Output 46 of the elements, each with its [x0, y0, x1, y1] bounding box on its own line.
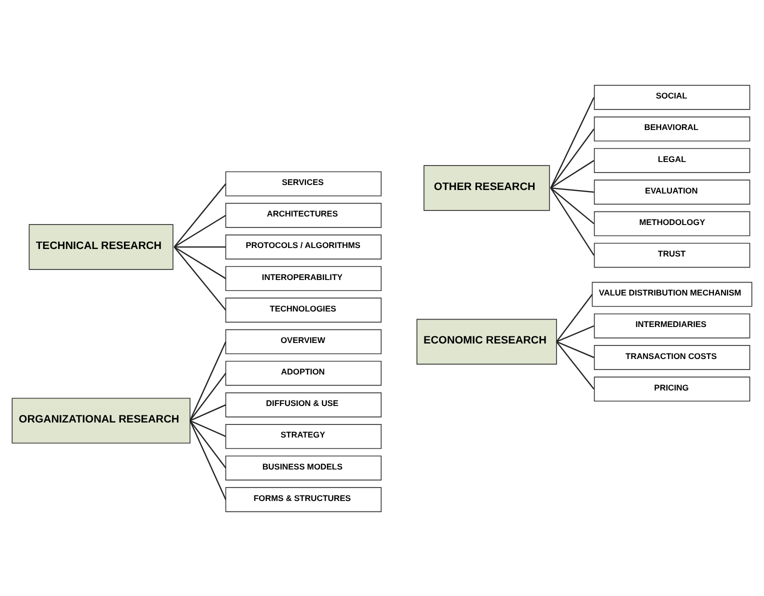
connector — [556, 340, 594, 358]
connector — [190, 404, 226, 421]
node-box: OVERVIEW — [225, 328, 382, 354]
connector — [174, 182, 226, 247]
node-box: BEHAVIORAL — [594, 116, 750, 141]
connector — [550, 186, 594, 224]
node-box: BUSINESS MODELS — [225, 455, 382, 480]
node-box: PROTOCOLS / ALGORITHMS — [225, 234, 382, 259]
node-box: OTHER RESEARCH — [424, 164, 550, 210]
node-box: TRUST — [594, 242, 750, 268]
connector — [550, 187, 594, 256]
node-box: VALUE DISTRIBUTION MECHANISM — [592, 281, 752, 306]
node-box: SERVICES — [225, 170, 382, 196]
connector — [550, 186, 594, 192]
connector — [550, 160, 594, 188]
connector — [189, 340, 226, 420]
connector — [550, 96, 594, 188]
connector — [556, 293, 593, 342]
node-box: SOCIAL — [594, 84, 750, 110]
node-box: ADOPTION — [225, 360, 382, 386]
node-box: TECHNOLOGIES — [225, 297, 382, 322]
node-box: TRANSACTION COSTS — [594, 344, 750, 370]
node-box: ECONOMIC RESEARCH — [416, 318, 557, 364]
node-box: FORMS & STRUCTURES — [225, 486, 382, 512]
node-box: STRATEGY — [225, 424, 382, 448]
connector — [550, 128, 594, 188]
node-box: INTEROPERABILITY — [225, 266, 382, 291]
connector — [190, 420, 226, 468]
connector — [190, 420, 226, 437]
node-box: TECHNICAL RESEARCH — [28, 224, 174, 270]
node-box: ARCHITECTURES — [225, 202, 382, 228]
connector — [189, 420, 226, 500]
node-box: PRICING — [594, 376, 750, 402]
node-box: METHODOLOGY — [594, 210, 750, 236]
connector — [174, 214, 226, 247]
connector — [174, 246, 226, 279]
node-box: DIFFUSION & USE — [225, 392, 382, 417]
node-box: ORGANIZATIONAL RESEARCH — [12, 397, 190, 444]
connector — [174, 246, 226, 248]
node-box: EVALUATION — [594, 179, 750, 204]
node-box: INTERMEDIARIES — [594, 312, 750, 338]
node-box: LEGAL — [594, 148, 750, 172]
connector — [190, 372, 226, 421]
connector — [174, 246, 226, 310]
connector — [556, 324, 594, 342]
connector — [556, 340, 594, 389]
